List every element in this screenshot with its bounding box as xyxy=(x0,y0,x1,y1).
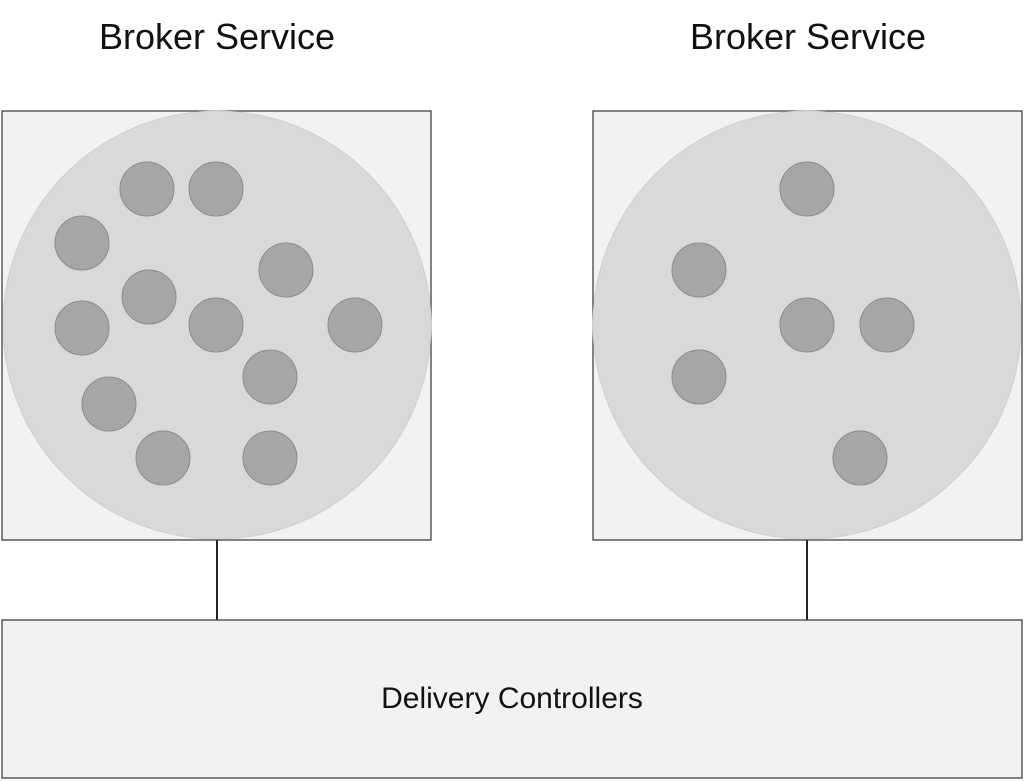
worker-node-left-3 xyxy=(54,215,110,271)
worker-node-left-6 xyxy=(54,300,110,356)
worker-node-left-8 xyxy=(327,297,383,353)
worker-node-right-2 xyxy=(671,242,727,298)
worker-nodes-left xyxy=(54,161,383,486)
broker-service-title-left: Broker Service xyxy=(98,16,336,57)
worker-node-left-7 xyxy=(188,297,244,353)
worker-node-left-9 xyxy=(242,349,298,405)
delivery-controllers-label: Delivery Controllers xyxy=(381,682,643,715)
broker-box-right xyxy=(592,110,1023,541)
worker-node-left-12 xyxy=(242,430,298,486)
worker-node-left-1 xyxy=(119,161,175,217)
worker-node-right-6 xyxy=(832,430,888,486)
broker-box-left xyxy=(1,110,432,541)
worker-node-left-5 xyxy=(121,269,177,325)
worker-node-right-3 xyxy=(779,297,835,353)
worker-node-left-10 xyxy=(81,376,137,432)
worker-nodes-right xyxy=(671,161,915,486)
worker-node-right-1 xyxy=(779,161,835,217)
worker-node-left-4 xyxy=(258,242,314,298)
worker-node-right-4 xyxy=(859,297,915,353)
worker-node-left-11 xyxy=(135,430,191,486)
broker-service-title-right: Broker Service xyxy=(689,16,927,57)
delivery-controllers-box xyxy=(1,619,1023,779)
worker-node-left-2 xyxy=(188,161,244,217)
worker-node-right-5 xyxy=(671,349,727,405)
